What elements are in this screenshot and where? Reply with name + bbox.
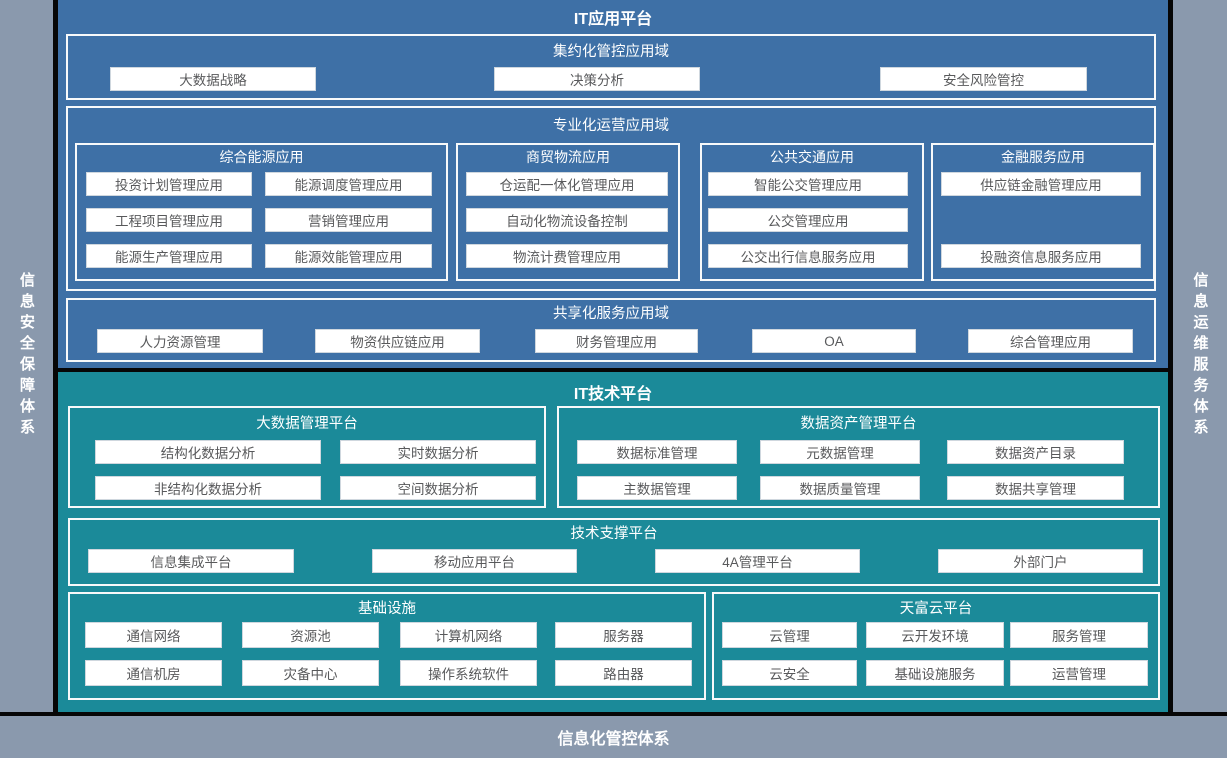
diagram-node: 大数据战略 (110, 67, 316, 91)
professional-domain-box (66, 106, 1156, 291)
diagram-node: 物资供应链应用 (315, 329, 480, 353)
right-separator-line (1168, 0, 1173, 712)
diagram-node: 综合管理应用 (968, 329, 1133, 353)
bottom-separator-line (0, 712, 1227, 716)
bigdata-platform-box (68, 406, 546, 508)
diagram-node: 云管理 (722, 622, 857, 648)
diagram-node: 物流计费管理应用 (466, 244, 668, 268)
left-rail-label: 信息安全保障体系 (18, 272, 35, 440)
diagram-node: 灾备中心 (242, 660, 379, 686)
diagram-node: 仓运配一体化管理应用 (466, 172, 668, 196)
diagram-node: 财务管理应用 (535, 329, 698, 353)
diagram-node: 能源调度管理应用 (265, 172, 432, 196)
diagram-node: 云安全 (722, 660, 857, 686)
shared-domain-title: 共享化服务应用域 (553, 305, 669, 322)
bigdata-platform-title: 大数据管理平台 (256, 415, 358, 432)
diagram-node: 运营管理 (1010, 660, 1148, 686)
left-rail: 信息安全保障体系 (0, 0, 53, 712)
diagram-node: 数据质量管理 (760, 476, 920, 500)
diagram-node: 服务管理 (1010, 622, 1148, 648)
diagram-node: 资源池 (242, 622, 379, 648)
diagram-node: 投融资信息服务应用 (941, 244, 1141, 268)
diagram-node: 通信网络 (85, 622, 222, 648)
diagram-node: 数据共享管理 (947, 476, 1124, 500)
diagram-node: 主数据管理 (577, 476, 737, 500)
diagram-node: 能源效能管理应用 (265, 244, 432, 268)
diagram-node: 外部门户 (938, 549, 1143, 573)
diagram-node: 通信机房 (85, 660, 222, 686)
shared-domain-box (66, 298, 1156, 362)
diagram-node: 操作系统软件 (400, 660, 537, 686)
diagram-node: 信息集成平台 (88, 549, 294, 573)
diagram-node: 路由器 (555, 660, 692, 686)
diagram-node: 数据资产目录 (947, 440, 1124, 464)
intensive-domain-title: 集约化管控应用域 (553, 43, 669, 60)
diagram-node: 决策分析 (494, 67, 700, 91)
finance-group-box (931, 143, 1155, 281)
diagram-node: 安全风险管控 (880, 67, 1087, 91)
diagram-node: 公交出行信息服务应用 (708, 244, 908, 268)
diagram-node: 工程项目管理应用 (86, 208, 252, 232)
diagram-node: 自动化物流设备控制 (466, 208, 668, 232)
infrastructure-box (68, 592, 706, 700)
bottom-bar-label: 信息化管控体系 (557, 731, 670, 748)
diagram-node: 能源生产管理应用 (86, 244, 252, 268)
diagram-node: OA (752, 329, 916, 353)
intensive-domain-box (66, 34, 1156, 100)
app-platform-title: IT应用平台 (573, 11, 653, 28)
cloud-platform-title: 天富云平台 (899, 600, 973, 617)
diagram-node: 营销管理应用 (265, 208, 432, 232)
logistics-group-box (456, 143, 680, 281)
data-asset-platform-box (557, 406, 1160, 508)
data-asset-platform-title: 数据资产管理平台 (800, 415, 917, 432)
diagram-node: 移动应用平台 (372, 549, 577, 573)
professional-domain-title: 专业化运营应用域 (553, 117, 669, 134)
finance-group-title: 金融服务应用 (1001, 149, 1085, 165)
tech-platform-title: IT技术平台 (573, 386, 653, 403)
diagram-node: 元数据管理 (760, 440, 920, 464)
diagram-node: 人力资源管理 (97, 329, 263, 353)
mid-separator-line (53, 368, 1173, 372)
diagram-node: 基础设施服务 (866, 660, 1004, 686)
infrastructure-title: 基础设施 (358, 600, 416, 617)
diagram-node: 服务器 (555, 622, 692, 648)
diagram-node: 空间数据分析 (340, 476, 536, 500)
diagram-node: 结构化数据分析 (95, 440, 321, 464)
it-technology-platform-panel (58, 372, 1168, 712)
energy-group-title: 综合能源应用 (219, 149, 304, 165)
logistics-group-title: 商贸物流应用 (526, 149, 610, 165)
diagram-node: 数据标准管理 (577, 440, 737, 464)
diagram-node: 公交管理应用 (708, 208, 908, 232)
cloud-platform-box (712, 592, 1160, 700)
diagram-node: 智能公交管理应用 (708, 172, 908, 196)
energy-group-box (75, 143, 448, 281)
diagram-node: 云开发环境 (866, 622, 1004, 648)
diagram-node: 4A管理平台 (655, 549, 860, 573)
diagram-node: 供应链金融管理应用 (941, 172, 1141, 196)
transport-group-box (700, 143, 924, 281)
diagram-node: 计算机网络 (400, 622, 537, 648)
tech-support-platform-box (68, 518, 1160, 586)
bottom-bar: 信息化管控体系 (0, 716, 1227, 758)
left-separator-line (53, 0, 58, 712)
tech-support-platform-title: 技术支撑平台 (570, 525, 658, 542)
transport-group-title: 公共交通应用 (770, 149, 854, 165)
right-rail: 信息运维服务体系 (1173, 0, 1227, 712)
diagram-node: 投资计划管理应用 (86, 172, 252, 196)
right-rail-label: 信息运维服务体系 (1191, 272, 1209, 440)
diagram-node: 实时数据分析 (340, 440, 536, 464)
diagram-node: 非结构化数据分析 (95, 476, 321, 500)
